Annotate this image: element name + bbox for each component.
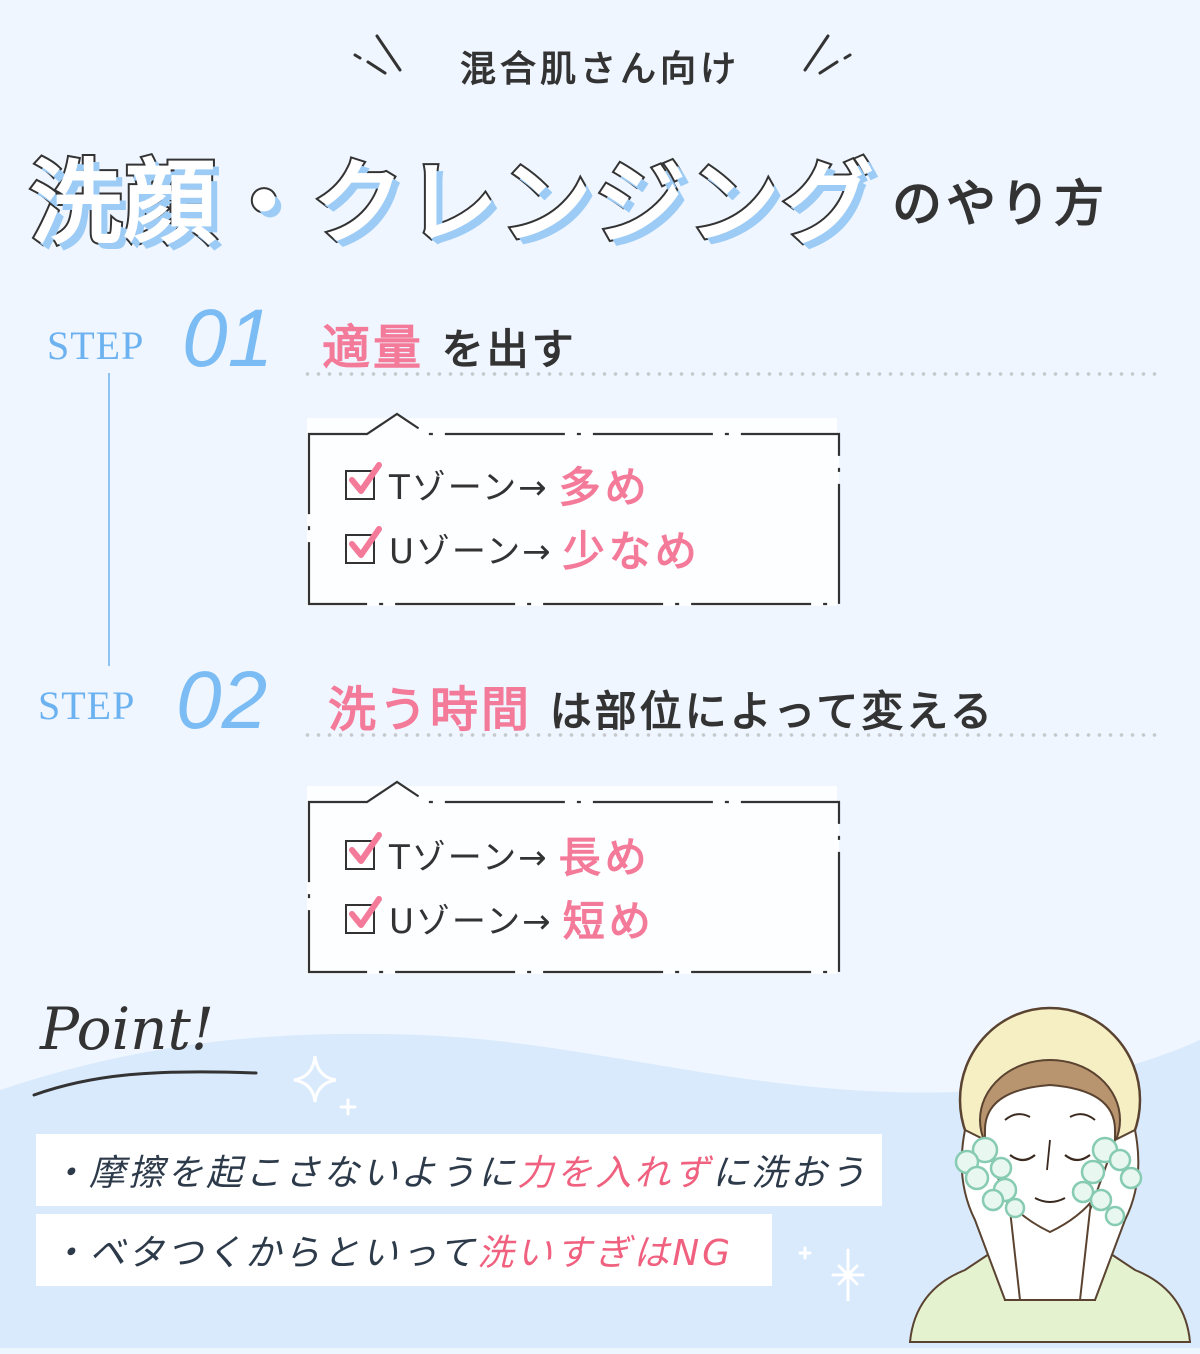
- step-1-heading-rest: を出す: [441, 325, 577, 374]
- step-1-label: STEP: [47, 323, 145, 368]
- tip-1-prefix: ・摩擦を起こさないように: [50, 1153, 518, 1194]
- tip-2-prefix: ・ベタつくからといって: [50, 1233, 478, 1274]
- subtitle: 混合肌さん向け: [459, 49, 740, 90]
- step-1-number: 01: [182, 293, 274, 384]
- point-underline: [32, 1070, 258, 1097]
- tip-1: ・摩擦を起こさないように力を入れずに洗おう: [36, 1134, 883, 1206]
- step-2-heading: 洗う時間 は部位によって変える: [328, 670, 995, 740]
- step-1-box: Tゾーン→ 多め Uゾーン→ 少なめ: [307, 412, 841, 606]
- list-item: Tゾーン→ 多め: [345, 454, 651, 515]
- checkbox-checked-icon: [345, 831, 382, 870]
- step-1-dotted-divider: [302, 372, 1160, 376]
- sparkle-lines-left-icon: [353, 34, 402, 75]
- zone-label: Tゾーン→: [389, 838, 549, 878]
- page-title: 洗顔・クレンジング のやり方: [28, 120, 1109, 257]
- list-item: Uゾーン→ 短め: [345, 888, 655, 949]
- checkbox-checked-icon: [345, 895, 382, 934]
- tip-1-accent: 力を入れず: [517, 1153, 713, 1194]
- zone-value: 多め: [558, 463, 651, 512]
- zone-label: Uゾーン→: [389, 902, 553, 942]
- step-1-heading: 適量 を出す: [322, 308, 577, 378]
- list-item: Tゾーン→ 長め: [345, 824, 651, 885]
- title-main: 洗顔・クレンジング: [28, 150, 877, 257]
- step-1-heading-accent: 適量: [322, 320, 425, 376]
- step-2-box: Tゾーン→ 長め Uゾーン→ 短め: [307, 780, 841, 974]
- sparkle-icon: [293, 1055, 357, 1116]
- list-item: Uゾーン→ 少なめ: [345, 518, 701, 579]
- checkbox-checked-icon: [345, 525, 382, 564]
- tip-2-accent: 洗いすぎはNG: [477, 1233, 734, 1274]
- sparkle-lines-right-icon: [803, 34, 852, 75]
- tip-2: ・ベタつくからといって洗いすぎはNG: [36, 1214, 772, 1286]
- speech-bubble-frame: [307, 412, 841, 606]
- zone-label: Uゾーン→: [389, 532, 553, 572]
- zone-value: 長め: [558, 833, 651, 882]
- speech-bubble-frame: [307, 780, 841, 974]
- step-2-number: 02: [176, 655, 268, 746]
- bottom-bar: [0, 1348, 1200, 1354]
- point-title: Point!: [40, 995, 215, 1063]
- step-connector-line: [108, 373, 110, 666]
- title-suffix: のやり方: [892, 175, 1109, 233]
- zone-value: 少なめ: [562, 527, 701, 576]
- step-2-heading-accent: 洗う時間: [328, 682, 533, 738]
- step-2-label: STEP: [38, 683, 136, 728]
- zone-value: 短め: [562, 897, 655, 946]
- zone-label: Tゾーン→: [389, 468, 549, 508]
- step-2-heading-rest: は部位によって変える: [549, 687, 996, 736]
- checkbox-checked-icon: [345, 461, 382, 500]
- step-2-dotted-divider: [302, 733, 1160, 737]
- woman-washing-face-illustration: [908, 1006, 1192, 1343]
- tip-1-suffix: に洗おう: [712, 1153, 869, 1194]
- sparkle-star-icon: [798, 1246, 865, 1302]
